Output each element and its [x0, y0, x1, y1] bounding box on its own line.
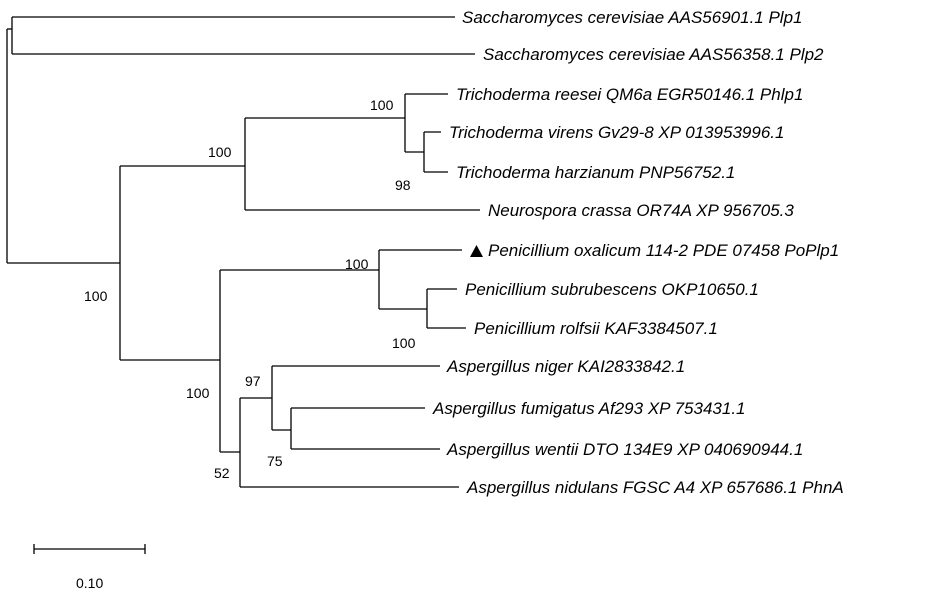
leaf-label: Neurospora crassa OR74A XP 956705.3	[488, 201, 794, 220]
support-pen-sub-rol: 100	[392, 335, 416, 351]
support-asco-clade: 100	[84, 288, 108, 304]
support-asp-niger-fum-went: 97	[245, 373, 261, 389]
leaf-label: Saccharomyces cerevisiae AAS56901.1 Plp1	[462, 8, 803, 27]
leaf-label: Saccharomyces cerevisiae AAS56358.1 Plp2	[483, 45, 824, 64]
leaf-label: Aspergillus fumigatus Af293 XP 753431.1	[432, 399, 746, 418]
support-aspergillus: 100	[186, 385, 210, 401]
scale-bar-line	[33, 544, 146, 554]
support-values: 100 100 98 100 100 100 100 97 75 52	[84, 97, 416, 481]
leaf-labels: Saccharomyces cerevisiae AAS56901.1 Plp1…	[432, 8, 844, 497]
tree-branches	[6, 16, 480, 488]
support-asp-nidulans-split: 52	[214, 465, 230, 481]
leaf-label: Aspergillus wentii DTO 134E9 XP 04069094…	[446, 440, 803, 459]
support-tricho-vir-harz: 98	[395, 177, 411, 193]
support-asp-fum-went: 75	[267, 453, 283, 469]
leaf-label: Penicillium rolfsii KAF3384507.1	[474, 319, 718, 338]
leaf-label-marked: Penicillium oxalicum 114-2 PDE 07458 PoP…	[488, 241, 839, 260]
leaf-label: Trichoderma harzianum PNP56752.1	[456, 163, 735, 182]
leaf-label: Penicillium subrubescens OKP10650.1	[465, 280, 759, 299]
support-penicillium: 100	[345, 256, 369, 272]
scale-bar: 0.10	[33, 544, 146, 591]
leaf-label: Trichoderma reesei QM6a EGR50146.1 Phlp1	[456, 85, 803, 104]
leaf-label: Aspergillus nidulans FGSC A4 XP 657686.1…	[466, 478, 844, 497]
triangle-marker-icon	[470, 245, 483, 257]
scale-bar-label: 0.10	[76, 575, 103, 591]
support-tricho-group: 100	[370, 97, 394, 113]
leaf-label: Trichoderma virens Gv29-8 XP 013953996.1	[449, 123, 784, 142]
support-tricho-neuro: 100	[208, 144, 232, 160]
leaf-label: Aspergillus niger KAI2833842.1	[446, 357, 685, 376]
